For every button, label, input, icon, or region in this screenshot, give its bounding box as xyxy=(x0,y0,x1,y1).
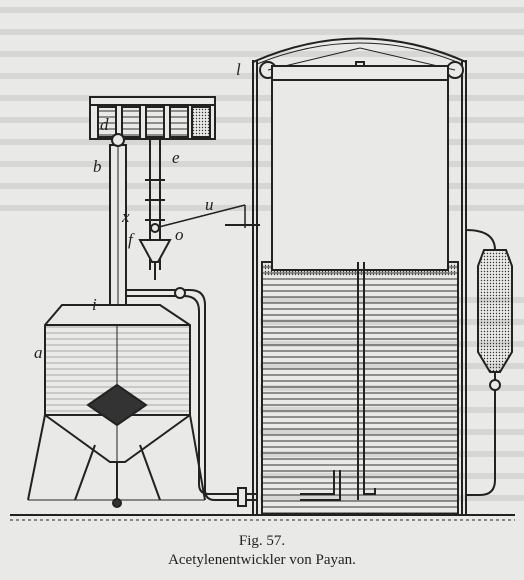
label-b: b xyxy=(93,157,102,176)
generator-tank xyxy=(27,304,206,508)
label-l: l xyxy=(236,60,241,79)
feed-column xyxy=(89,96,260,306)
gasometer-tank xyxy=(261,65,459,515)
label-x: x xyxy=(121,207,130,226)
label-u: u xyxy=(205,195,214,214)
label-e: e xyxy=(172,148,180,167)
label-d: d xyxy=(100,115,109,134)
gasometer-frame xyxy=(252,37,467,515)
label-i: i xyxy=(92,295,97,314)
figure-caption: Acetylenentwickler von Payan. xyxy=(168,552,356,568)
label-f: f xyxy=(128,230,135,249)
purifier xyxy=(465,229,513,496)
label-a: a xyxy=(34,343,43,362)
gas-pipe xyxy=(126,287,258,507)
label-o: o xyxy=(175,225,184,244)
figure-number: Fig. 57. xyxy=(238,533,286,549)
ground-line xyxy=(10,514,515,521)
